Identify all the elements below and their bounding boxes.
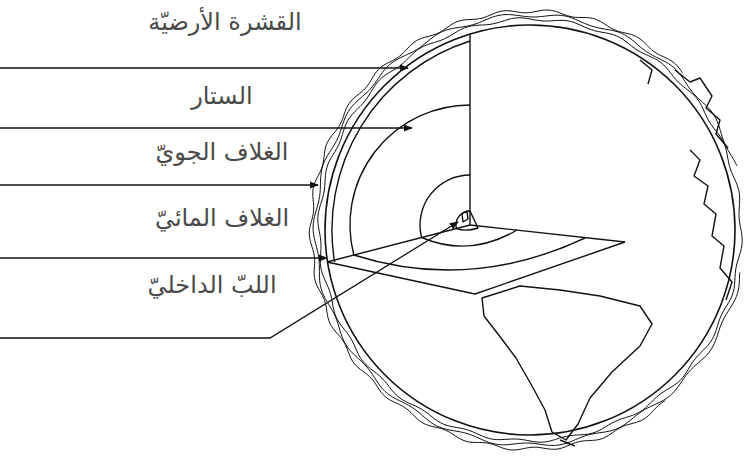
continent: [482, 286, 652, 440]
layer-label: الغلاف المائيّ: [153, 203, 291, 233]
cut-edge: [469, 34, 470, 225]
continent: [560, 440, 575, 446]
crust-line: [332, 41, 470, 262]
leader-line: [0, 222, 458, 338]
layer-label: القشرة الأرضيّة: [146, 7, 303, 37]
cut-edge: [327, 225, 470, 262]
core-boundary: [422, 230, 517, 246]
leader-line: [0, 127, 412, 128]
layer-label: الستار: [189, 81, 255, 111]
continent: [690, 150, 732, 300]
earth-outline: [325, 25, 735, 435]
inner-core-mark: [462, 211, 468, 222]
leader-line: [0, 67, 408, 68]
continent: [675, 70, 728, 148]
atmosphere-waves: [309, 10, 742, 450]
core-boundary: [420, 175, 470, 238]
leader-line: [0, 257, 327, 258]
cut-edge: [470, 225, 625, 242]
leader-line: [0, 184, 318, 185]
inner-core: [456, 211, 478, 230]
continent: [640, 60, 652, 84]
cut-edge: [327, 242, 625, 294]
layer-label: اللبّ الداخليّ: [145, 270, 278, 300]
layer-label: الغلاف الجويّ: [153, 137, 290, 167]
atmosphere-wave: [318, 18, 742, 442]
atmosphere-wave: [313, 15, 740, 446]
